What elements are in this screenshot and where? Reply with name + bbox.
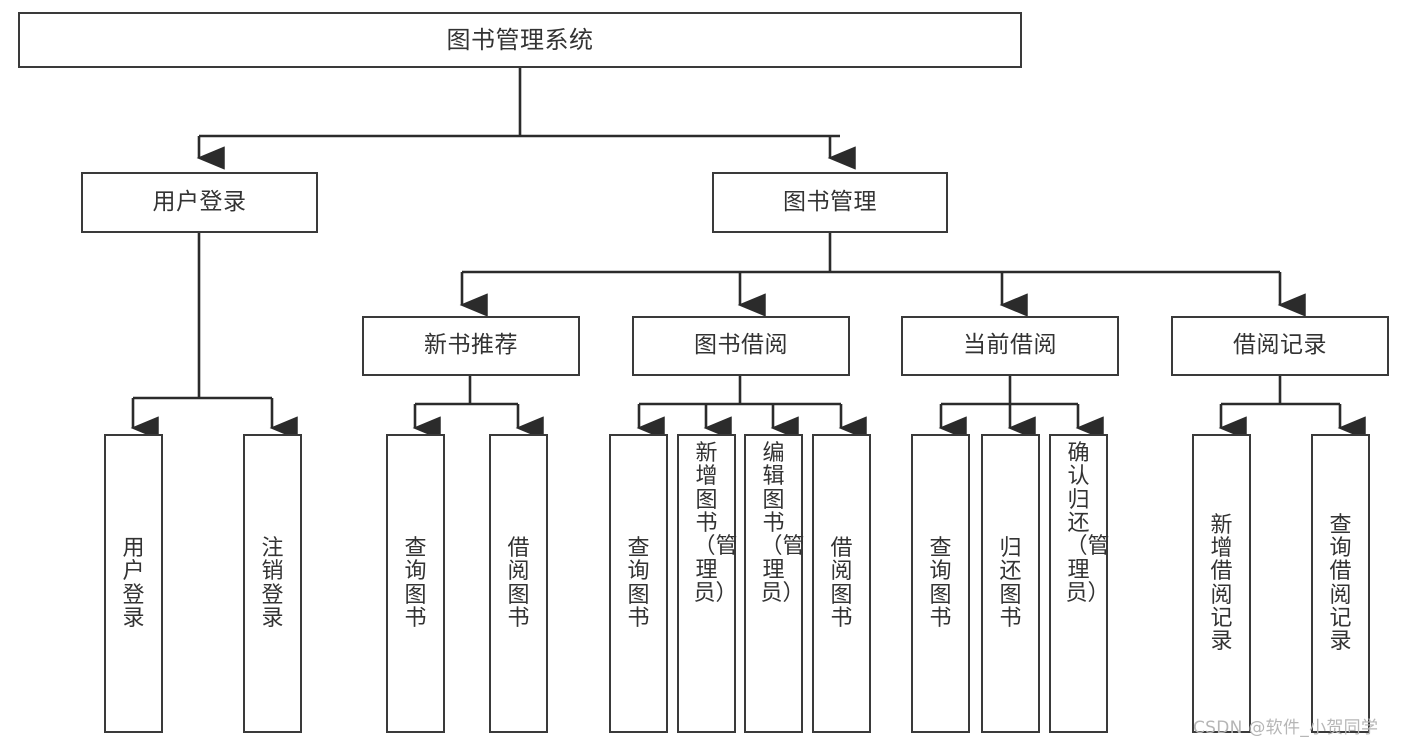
node-label: 借阅图书 [507, 535, 530, 631]
node-label: 借阅图书 [830, 535, 853, 631]
node-current-borrow[interactable]: 当前借阅 [901, 316, 1119, 376]
node-label: 图书管理系统 [446, 25, 594, 54]
leaf-add-book[interactable]: 新增图书（管理员） [677, 434, 738, 733]
leaf-query-book-2[interactable]: 查询图书 [609, 434, 668, 733]
node-borrow-record[interactable]: 借阅记录 [1171, 316, 1389, 376]
node-label: 查询图书 [929, 535, 952, 631]
leaf-return-book[interactable]: 归还图书 [981, 434, 1040, 733]
node-label: 图书借阅 [694, 332, 788, 359]
node-user-login[interactable]: 用户登录 [81, 172, 318, 233]
node-label: 新增图书（管理员） [693, 441, 738, 606]
node-new-book-recommend[interactable]: 新书推荐 [362, 316, 580, 376]
leaf-borrow-book-1[interactable]: 借阅图书 [489, 434, 548, 733]
node-book-manage[interactable]: 图书管理 [712, 172, 948, 233]
leaf-borrow-book-2[interactable]: 借阅图书 [812, 434, 871, 733]
leaf-user-logout[interactable]: 注销登录 [243, 434, 302, 733]
leaf-user-login[interactable]: 用户登录 [104, 434, 163, 733]
leaf-add-record[interactable]: 新增借阅记录 [1192, 434, 1251, 733]
node-book-borrow[interactable]: 图书借阅 [632, 316, 850, 376]
node-root-system[interactable]: 图书管理系统 [18, 12, 1022, 68]
csdn-watermark: CSDN @软件_小贺同学 [1193, 718, 1379, 738]
node-label: 用户登录 [152, 188, 247, 215]
leaf-query-book-1[interactable]: 查询图书 [386, 434, 445, 733]
leaf-edit-book[interactable]: 编辑图书（管理员） [744, 434, 805, 733]
node-label: 图书管理 [783, 188, 877, 215]
node-label: 借阅记录 [1233, 332, 1327, 359]
node-label: 确认归还（管理员） [1065, 441, 1110, 606]
leaf-query-book-3[interactable]: 查询图书 [911, 434, 970, 733]
leaf-query-record[interactable]: 查询借阅记录 [1311, 434, 1370, 733]
node-label: 归还图书 [999, 535, 1022, 631]
node-label: 查询图书 [627, 535, 650, 631]
node-label: 注销登录 [261, 535, 284, 631]
node-label: 新增借阅记录 [1210, 512, 1233, 655]
node-label: 查询借阅记录 [1329, 512, 1352, 655]
node-label: 用户登录 [122, 535, 145, 631]
node-label: 当前借阅 [963, 332, 1057, 359]
node-label: 查询图书 [404, 535, 427, 631]
leaf-confirm-return[interactable]: 确认归还（管理员） [1049, 434, 1110, 733]
node-label: 编辑图书（管理员） [760, 441, 805, 606]
node-label: 新书推荐 [424, 332, 518, 359]
